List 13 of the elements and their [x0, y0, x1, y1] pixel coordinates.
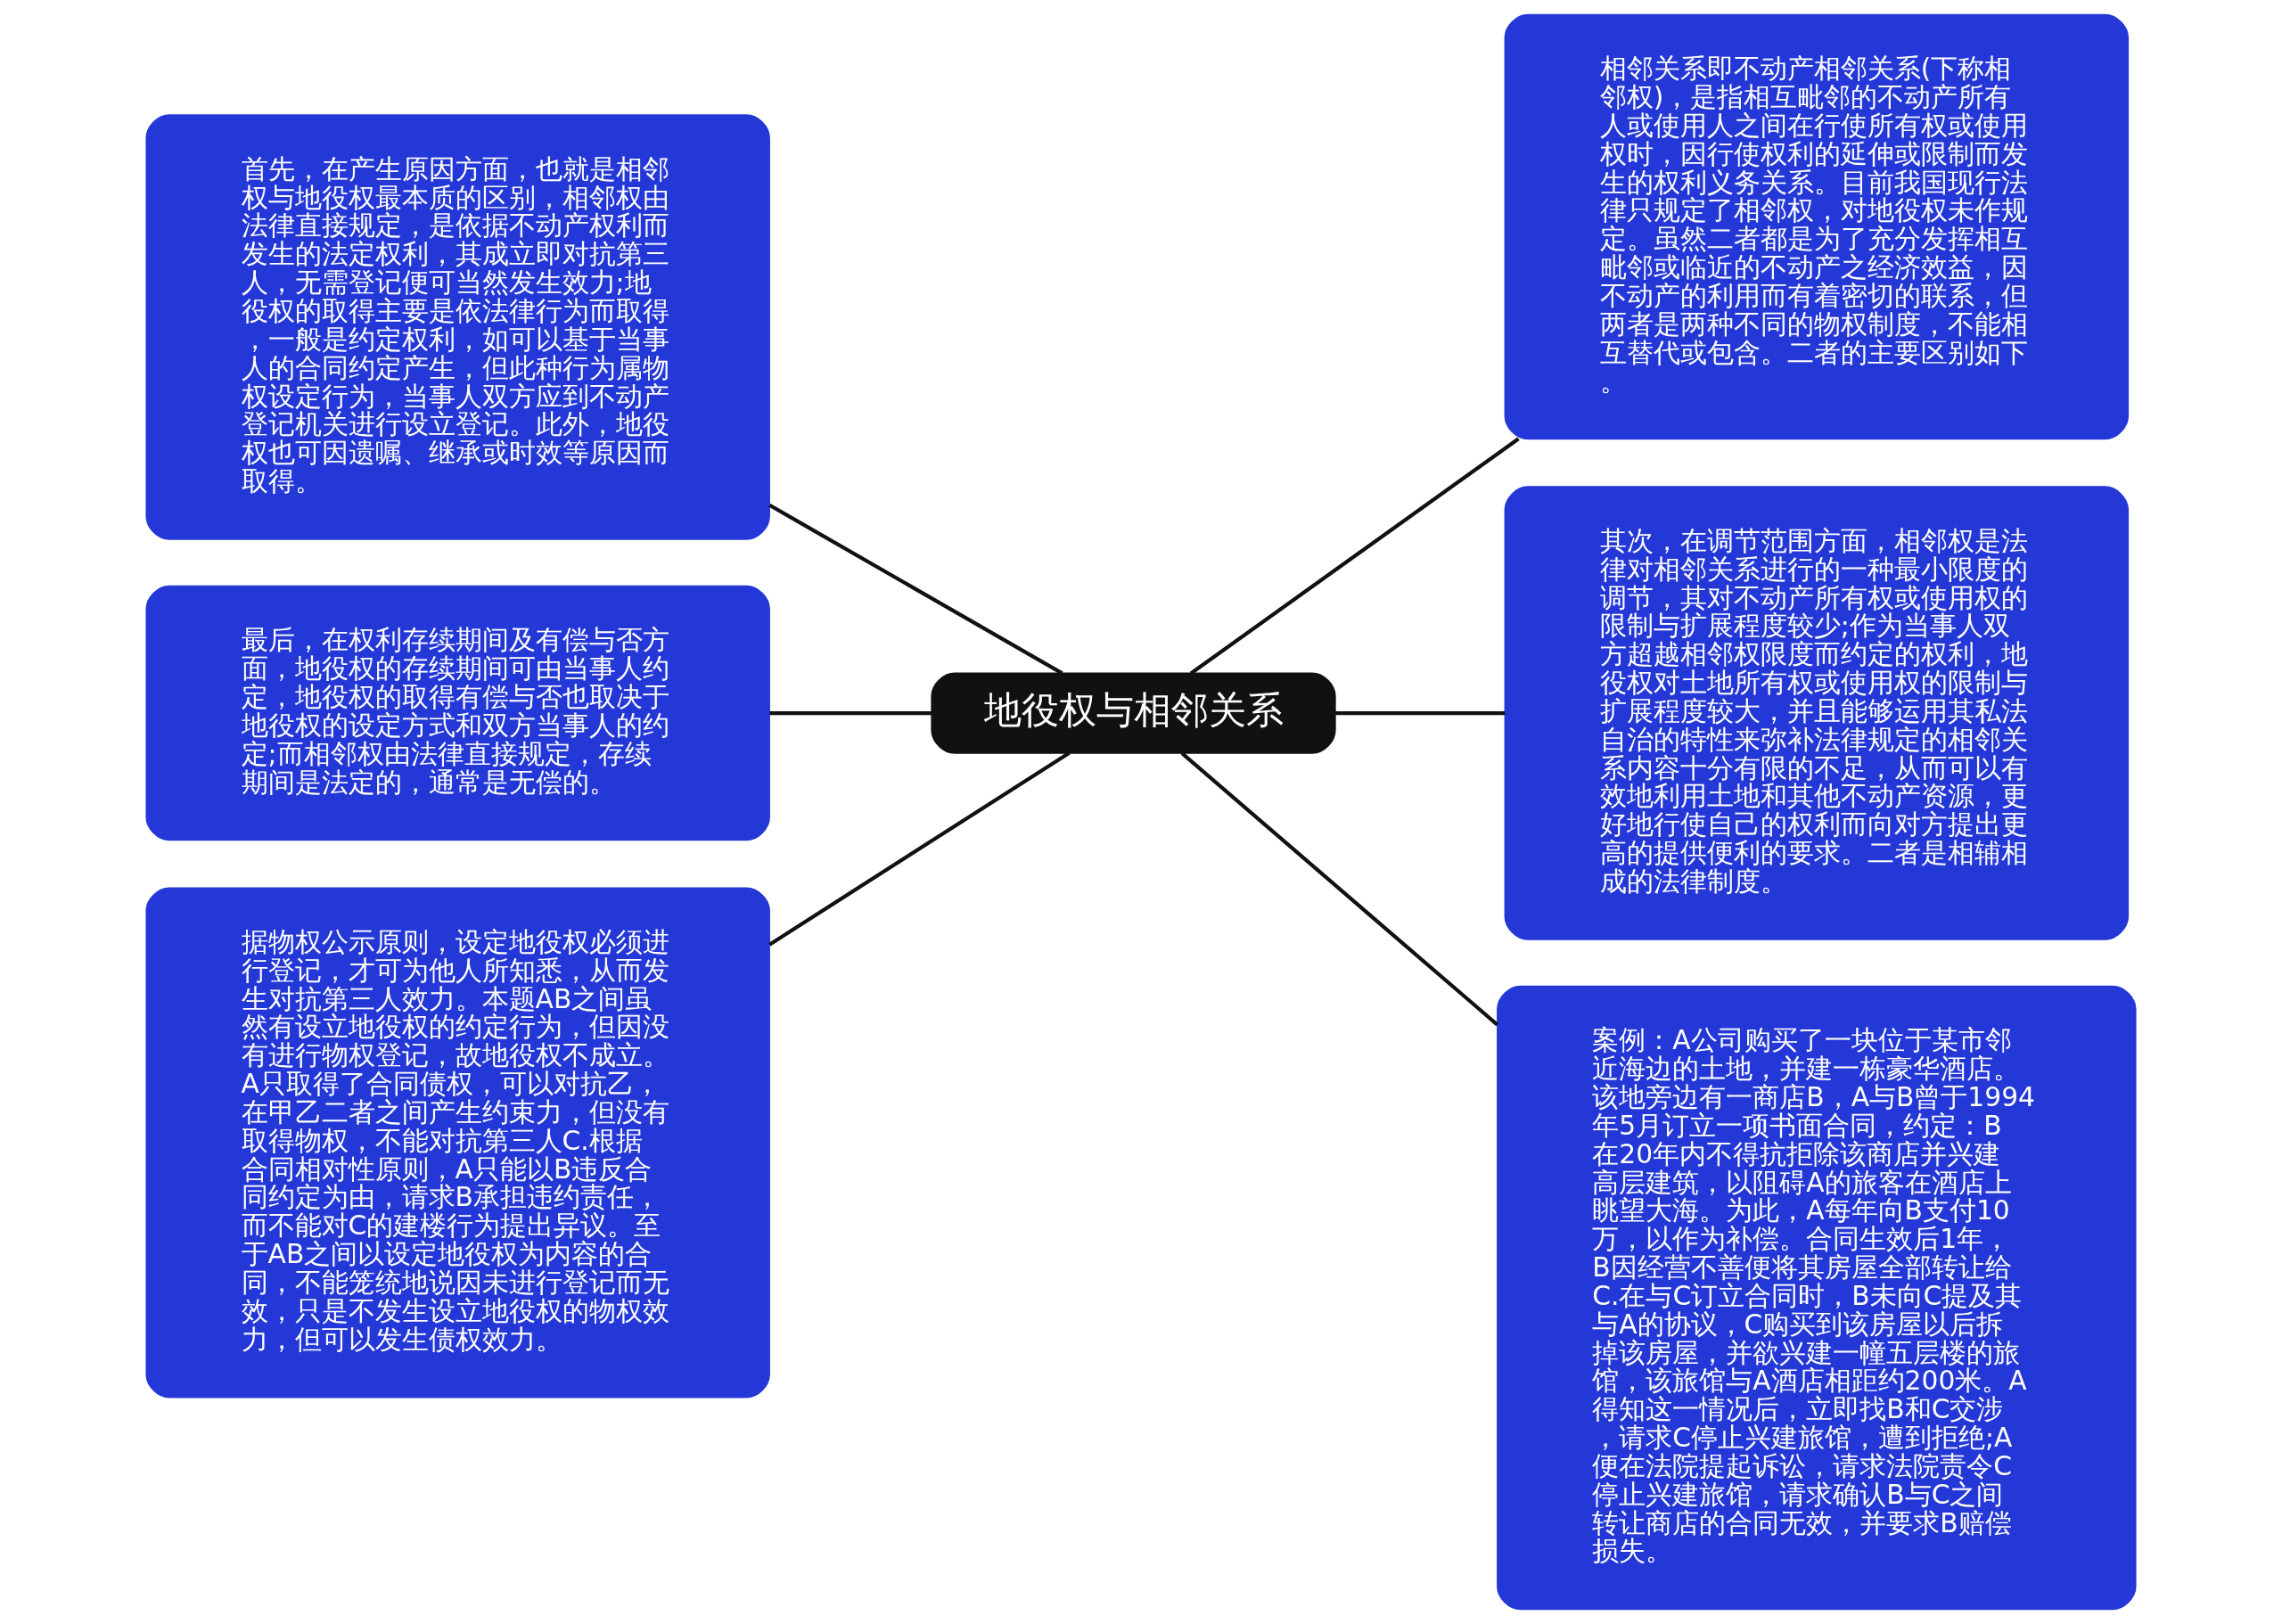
node-box: 首先，在产生原因方面，也就是相邻权与地役权最本质的区别，相邻权由法律直接规定，是依据不动产权利而发生的法定权利，其成立即对抗第三人，无需登记便可当然发生效力;地役权的取得主要是依法律行为而取得，一般是约定权利，如可以基于当事人的合同约定产生，但此种行为属物权设定行为，当事人双方应到不动产登记机关进行设立登记。此外，地役权也可因遗嘱、继承或时效等原因而取得。: [145, 114, 770, 540]
node-box: 地役权与相邻关系: [931, 672, 1336, 754]
node-box: 相邻关系即不动产相邻关系(下称相邻权)，是指相互毗邻的不动产所有人或使用人之间在行使所有权或使用权时，因行使权利的延伸或限制而发生的权利义务关系。目前我国现行法律只规定了相邻权，对地役权未作规定。虽然二者都是为了充分发挥相互毗邻或临近的不动产之经济效益，因不动产的利用而有着密切的联系，但两者是两种不同的物权制度，不能相互替代或包含。二者的主要区别如下。: [1504, 13, 2130, 440]
node-box: 最后，在权利存续期间及有偿与否方面，地役权的存续期间可由当事人约定，地役权的取得有偿与否也取决于地役权的设定方式和双方当事人的约定;而相邻权由法律直接规定，存续期间是法定的，通常是无偿的。: [145, 585, 770, 841]
node-box: 案例：A公司购买了一块位于某市邻近海边的土地，并建一栋豪华酒店。该地旁边有一商店B，A与B曾于1994年5月订立一项书面合同，约定：B在20年内不得抗拒除该商店并兴建高层建筑，以阻碍A的旅客在酒店上眺望大海。为此，A每年向B支付10万，以作为补偿。合同生效后1年，B因经营不善便将其房屋全部转让给C.在与C订立合同时，B未向C提及其与A的协议，C购买到该房屋以后拆掉该房屋，并欲兴建一幢五层楼的旅馆，该旅馆与A酒店相距约200米。A得知这一情况后，立即找B和C交涉，请求C停止兴建旅馆，遭到拒绝;A便在法院提起诉讼，请求法院责令C停止兴建旅馆，请求确认B与C之间转让商店的合同无效，并要求B赔偿损失。: [1497, 985, 2137, 1611]
connector: [1189, 437, 1520, 676]
connector: [769, 710, 932, 716]
connector: [768, 503, 1063, 676]
connector: [768, 750, 1071, 947]
connector: [1335, 710, 1506, 716]
node-box: 其次，在调节范围方面，相邻权是法律对相邻关系进行的一种最小限度的调节，其对不动产所有权或使用权的限制与扩展程度较少;作为当事人双方超越相邻权限度而约定的权利，地役权对土地所有权或使用权的限制与扩展程度较大，并且能够运用其私法自治的特性来弥补法律规定的相邻关系内容十分有限的不足，从而可以有效地利用土地和其他不动产资源，更好地行使自己的权利而向对方提出更高的提供便利的要求。二者是相辅相成的法律制度。: [1504, 486, 2130, 940]
node-box: 据物权公示原则，设定地役权必须进行登记，才可为他人所知悉，从而发生对抗第三人效力。本题AB之间虽然有设立地役权的约定行为，但因没有进行物权登记，故地役权不成立。A只取得了合同债权，可以对抗乙，在甲乙二者之间产生约束力，但没有取得物权，不能对抗第三人C.根据合同相对性原则，A只能以B违反合同约定为由，请求B承担违约责任，而不能对C的建楼行为提出异议。至于AB之间以设定地役权为内容的合同，不能笼统地说因未进行登记而无效，只是不发生设立地役权的物权效力，但可以发生债权效力。: [145, 887, 770, 1398]
connector: [1180, 751, 1498, 1027]
